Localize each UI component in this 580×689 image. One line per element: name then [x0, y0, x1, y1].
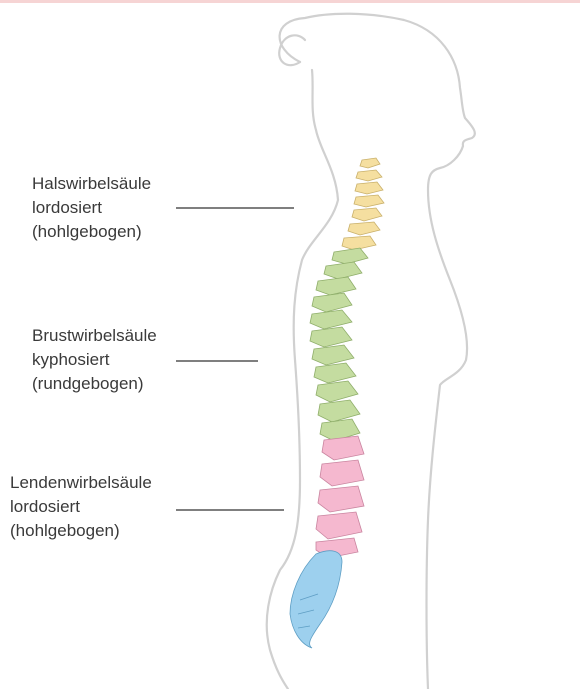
sacrum-coccyx	[290, 551, 342, 648]
thoracic-label-curvature: kyphosiert	[32, 348, 157, 372]
cervical-label-curvature: lordosiert	[32, 196, 151, 220]
cervical-label-title: Halswirbelsäule	[32, 172, 151, 196]
thoracic-label: Brustwirbelsäule kyphosiert (rundgebogen…	[32, 324, 157, 396]
cervical-label: Halswirbelsäule lordosiert (hohlgebogen)	[32, 172, 151, 244]
hair-bun	[279, 35, 305, 65]
lumbar-label-curvature: lordosiert	[10, 495, 152, 519]
cervical-vertebrae	[342, 158, 384, 250]
thoracic-label-description: (rundgebogen)	[32, 372, 157, 396]
lumbar-label-description: (hohlgebogen)	[10, 519, 152, 543]
thoracic-vertebrae	[310, 248, 368, 441]
cervical-label-description: (hohlgebogen)	[32, 220, 151, 244]
thoracic-label-title: Brustwirbelsäule	[32, 324, 157, 348]
lumbar-label: Lendenwirbelsäule lordosiert (hohlgeboge…	[10, 471, 152, 543]
lumbar-label-title: Lendenwirbelsäule	[10, 471, 152, 495]
lumbar-vertebrae	[316, 436, 364, 558]
